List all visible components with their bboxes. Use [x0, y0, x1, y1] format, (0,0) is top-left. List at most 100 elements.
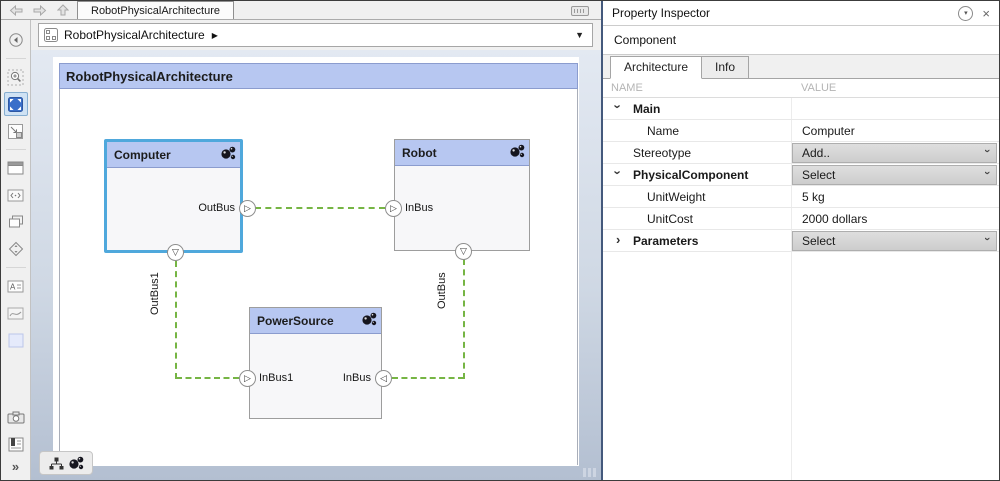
property-table-header: NAME VALUE: [603, 79, 999, 98]
keyboard-shortcuts-icon[interactable]: [571, 6, 589, 16]
parameters-dropdown[interactable]: Select ›: [792, 230, 997, 251]
section-label: PhysicalComponent: [633, 167, 749, 182]
block-powersource-header: PowerSource: [250, 308, 381, 334]
svg-text:A: A: [10, 282, 16, 291]
palette-divider: [5, 58, 26, 59]
connector-robot-powersource-h[interactable]: [392, 377, 464, 379]
zoom-to-selection-icon[interactable]: [4, 119, 28, 143]
document-tab-bar: RobotPhysicalArchitecture: [1, 1, 601, 20]
down-port-glyph: ▽: [460, 246, 467, 256]
property-inspector-titlebar: Property Inspector ▾ ×: [603, 1, 999, 26]
physicalcomponent-dropdown[interactable]: Select ›: [792, 164, 997, 185]
dropdown-value: Select: [802, 233, 836, 248]
hide-browser-button[interactable]: [4, 28, 28, 52]
panel-menu-icon[interactable]: ▾: [958, 5, 974, 21]
connector-computer-robot[interactable]: [255, 207, 385, 209]
port-robot-outbus-icon[interactable]: ▽: [455, 243, 472, 260]
port-computer-outbus-icon[interactable]: ▷: [239, 200, 256, 217]
code-view-icon[interactable]: [4, 183, 28, 207]
property-value[interactable]: Computer: [802, 123, 855, 138]
architecture-title: RobotPhysicalArchitecture: [59, 63, 578, 89]
property-value[interactable]: 5 kg: [802, 189, 825, 204]
port-powersource-inbus-icon[interactable]: ◁: [375, 370, 392, 387]
stereotype-dropdown[interactable]: Add.. ›: [792, 142, 997, 163]
breadcrumb-caret-icon[interactable]: ▶: [211, 30, 218, 40]
stereotypes-icon[interactable]: [68, 456, 84, 471]
model-tab[interactable]: RobotPhysicalArchitecture: [77, 1, 235, 19]
tool-palette: A »: [1, 20, 31, 480]
dropdown-value: Add..: [802, 145, 831, 160]
image-annotation-icon[interactable]: [4, 301, 28, 325]
architecture-title-label: RobotPhysicalArchitecture: [66, 68, 233, 84]
pan-icon[interactable]: [4, 237, 28, 261]
chevron-down-icon[interactable]: ›: [610, 170, 626, 175]
expand-palette-icon[interactable]: »: [11, 459, 20, 474]
stereotype-badge-icon: [220, 146, 236, 161]
canvas-resize-grip: [583, 468, 598, 477]
palette-divider: [5, 267, 26, 268]
block-computer[interactable]: Computer: [104, 139, 243, 253]
property-label: UnitWeight: [647, 189, 706, 204]
zoom-region-icon[interactable]: [4, 65, 28, 89]
fit-to-view-icon[interactable]: [3, 92, 28, 116]
property-row-stereotype: Stereotype Add.. ›: [603, 142, 999, 164]
property-label: Stereotype: [633, 145, 692, 160]
property-row-name: Name Computer: [603, 120, 999, 142]
chevron-right-icon[interactable]: ›: [616, 232, 621, 247]
connector-computer-powersource-h[interactable]: [176, 377, 239, 379]
in-port-glyph: ▷: [244, 373, 251, 383]
chevron-down-icon[interactable]: ›: [610, 104, 626, 109]
in-port-glyph: ▷: [390, 203, 397, 213]
viewport-icon[interactable]: [4, 156, 28, 180]
block-computer-header: Computer: [107, 142, 240, 168]
canvas-view-badge[interactable]: [39, 451, 93, 475]
block-computer-label: Computer: [114, 147, 171, 162]
copy-icon[interactable]: [4, 210, 28, 234]
port-robot-inbus-icon[interactable]: ▷: [385, 200, 402, 217]
connector-label-outbus1: OutBus1: [149, 272, 161, 315]
chevron-down-icon: ›: [981, 170, 994, 175]
breadcrumb-path: RobotPhysicalArchitecture: [64, 28, 205, 42]
close-icon[interactable]: ×: [982, 5, 990, 21]
architecture-boundary: [59, 89, 578, 465]
block-robot-label: Robot: [402, 145, 437, 160]
diagram-canvas[interactable]: RobotPhysicalArchitecture Computer: [31, 50, 601, 480]
tab-info-label: Info: [715, 60, 736, 74]
inspector-context-label: Component: [614, 33, 677, 47]
area-annotation-icon[interactable]: [4, 328, 28, 352]
port-label-powersource-inbus: InBus: [342, 372, 371, 384]
column-header-name: NAME: [611, 82, 643, 94]
block-robot[interactable]: Robot: [394, 139, 530, 251]
panel-splitter[interactable]: [601, 1, 603, 480]
breadcrumb-dropdown-icon[interactable]: ▼: [575, 30, 584, 40]
hierarchy-icon[interactable]: [49, 457, 64, 470]
connector-robot-powersource-v[interactable]: [463, 259, 465, 379]
stereotype-badge-icon: [509, 144, 525, 159]
connector-label-outbus: OutBus: [436, 272, 448, 309]
breadcrumb-combo[interactable]: RobotPhysicalArchitecture ▶ ▼: [38, 23, 593, 47]
annotation-icon[interactable]: A: [4, 274, 28, 298]
tab-architecture-label: Architecture: [624, 60, 689, 74]
property-row-unitweight: UnitWeight 5 kg: [603, 186, 999, 208]
forward-icon[interactable]: [33, 4, 47, 16]
back-icon[interactable]: [9, 4, 23, 16]
connector-computer-powersource-v[interactable]: [175, 261, 177, 379]
chevron-down-icon: ›: [981, 236, 994, 241]
port-powersource-inbus1-icon[interactable]: ▷: [239, 370, 256, 387]
in-port-glyph: ◁: [380, 373, 387, 383]
port-computer-outbus1-icon[interactable]: ▽: [167, 244, 184, 261]
tab-info[interactable]: Info: [702, 56, 750, 79]
component-icon: [43, 27, 59, 43]
property-value[interactable]: 2000 dollars: [802, 211, 868, 226]
up-icon[interactable]: [57, 4, 69, 16]
report-icon[interactable]: [4, 432, 28, 456]
property-row-parameters: › Parameters Select ›: [603, 230, 999, 252]
out-port-glyph: ▷: [244, 203, 251, 213]
screenshot-icon[interactable]: [4, 405, 28, 429]
tab-architecture[interactable]: Architecture: [610, 56, 703, 79]
block-powersource[interactable]: PowerSource: [249, 307, 382, 419]
inspector-empty-area: [603, 252, 999, 480]
property-label: UnitCost: [647, 211, 694, 226]
palette-divider: [5, 149, 26, 150]
